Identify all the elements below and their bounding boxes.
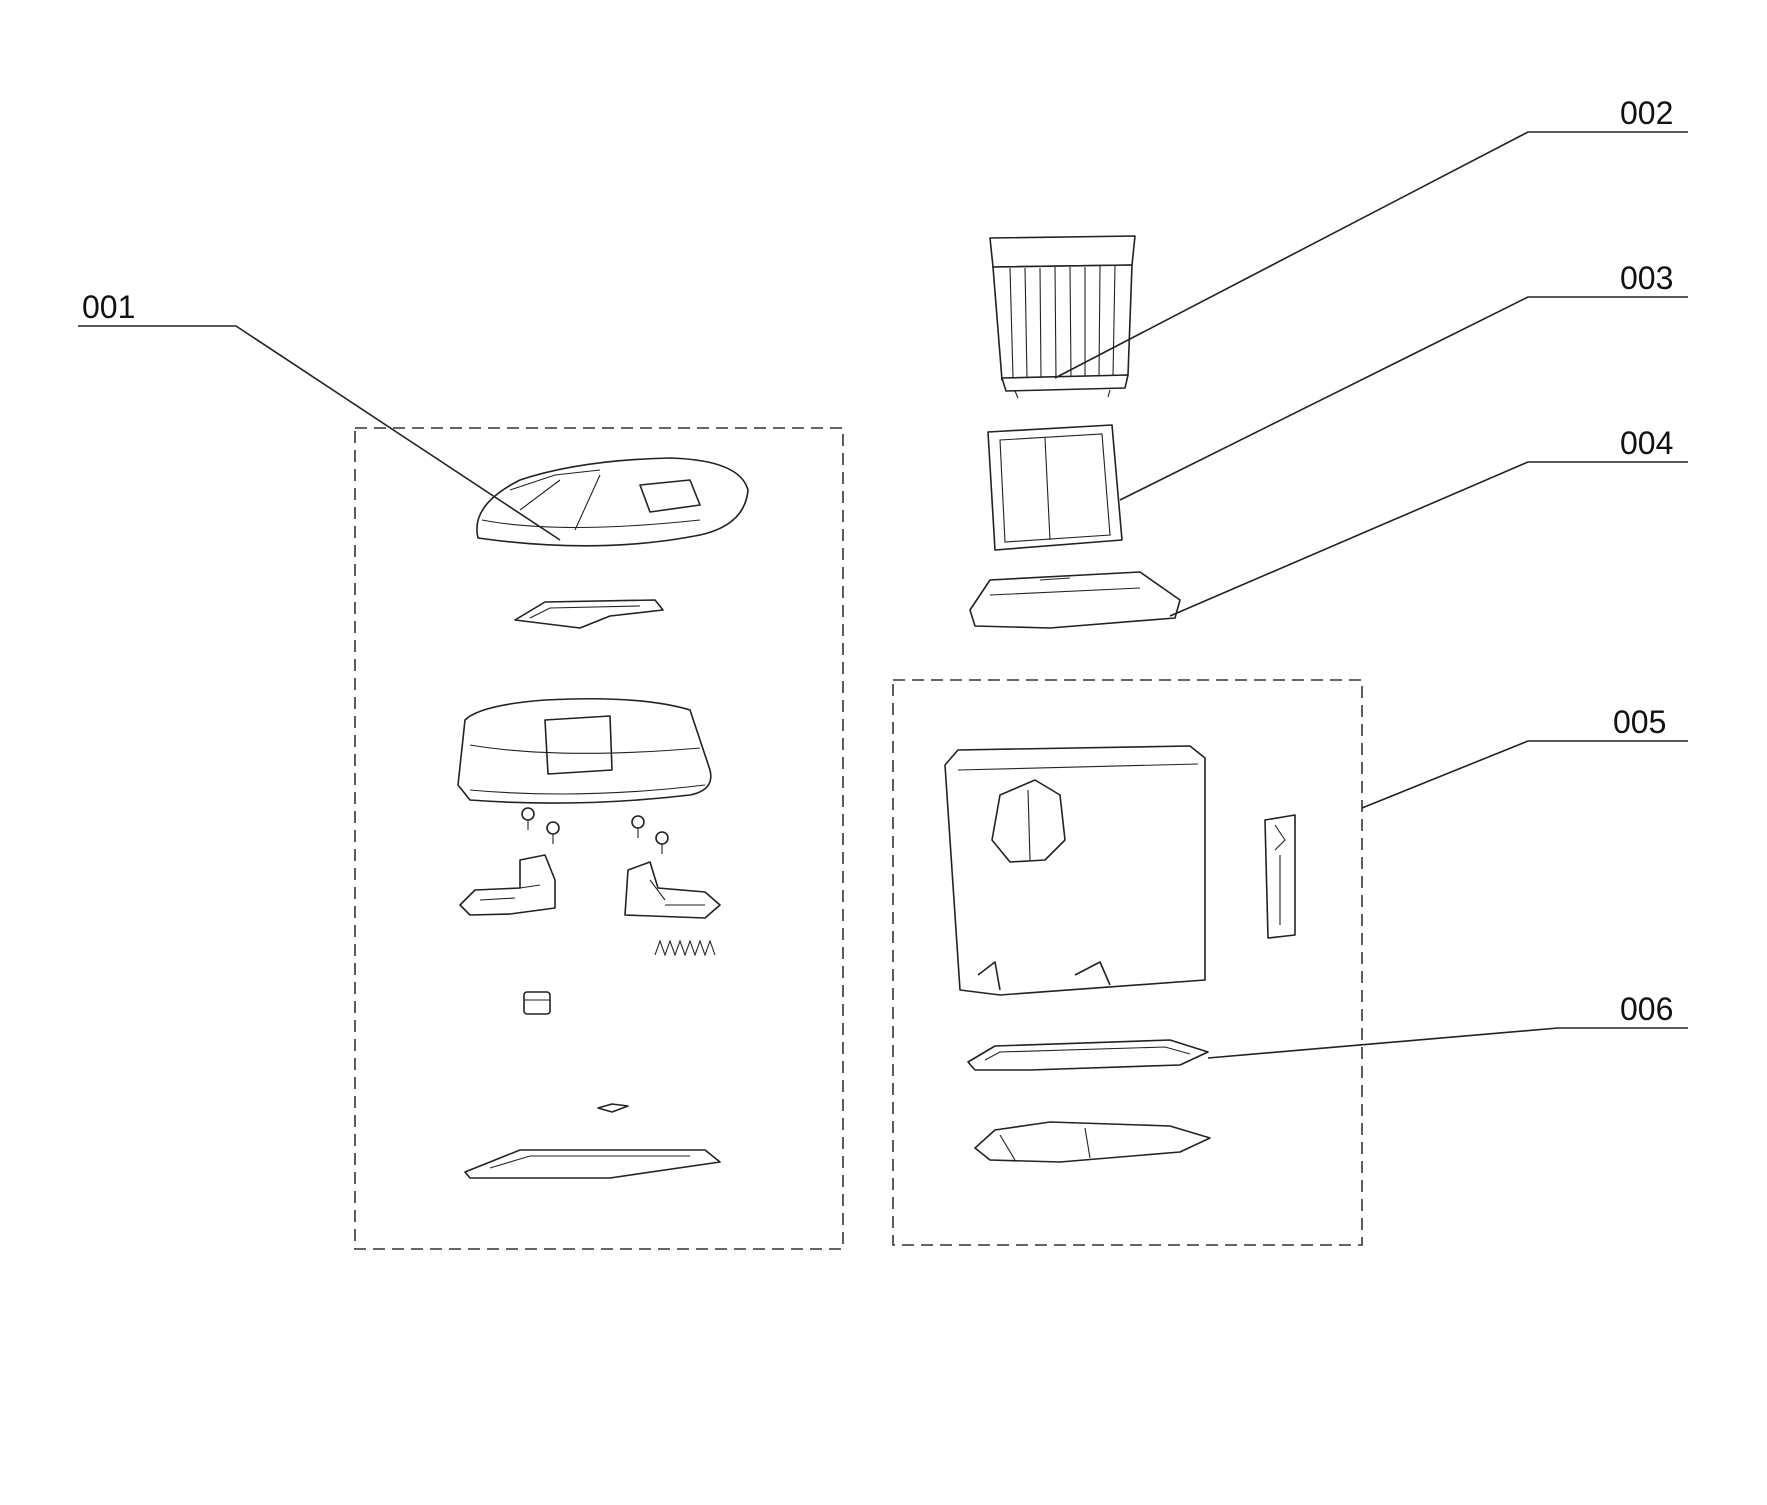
callout-004: 004 <box>1620 425 1673 461</box>
part-base-housing[interactable] <box>457 697 712 804</box>
assembly-group-box-left <box>354 427 844 1250</box>
part-hepa-filter[interactable] <box>989 235 1136 399</box>
part-filter-cage[interactable] <box>987 424 1123 551</box>
callout-005: 005 <box>1613 704 1666 740</box>
part-latch-left[interactable] <box>459 854 556 916</box>
leader-004 <box>1169 461 1688 617</box>
assembly-group-box-right <box>892 679 1363 1246</box>
part-top-cover[interactable] <box>476 457 749 547</box>
leader-lines <box>78 131 1688 1059</box>
part-bin-bottom-lid[interactable] <box>974 1121 1211 1163</box>
part-screws[interactable] <box>521 807 669 854</box>
callout-006: 006 <box>1620 991 1673 1027</box>
part-filter-base[interactable] <box>969 571 1181 629</box>
part-bin-gasket[interactable] <box>967 1039 1209 1071</box>
callout-002: 002 <box>1620 95 1673 131</box>
leader-001 <box>78 325 561 541</box>
part-seal-plate[interactable] <box>514 599 664 629</box>
leader-006 <box>1207 1027 1688 1059</box>
leader-002 <box>1054 131 1688 379</box>
callout-001: 001 <box>82 289 135 325</box>
part-bottom-plate[interactable] <box>464 1149 721 1179</box>
part-dust-bin[interactable] <box>944 745 1206 996</box>
callout-003: 003 <box>1620 260 1673 296</box>
leader-005 <box>1361 740 1688 809</box>
part-spring[interactable] <box>654 939 716 957</box>
part-clip-small[interactable] <box>597 1103 629 1113</box>
part-release-button[interactable] <box>1264 814 1296 939</box>
leader-003 <box>1119 296 1688 501</box>
part-latch-right[interactable] <box>624 861 721 919</box>
part-button[interactable] <box>523 991 551 1015</box>
